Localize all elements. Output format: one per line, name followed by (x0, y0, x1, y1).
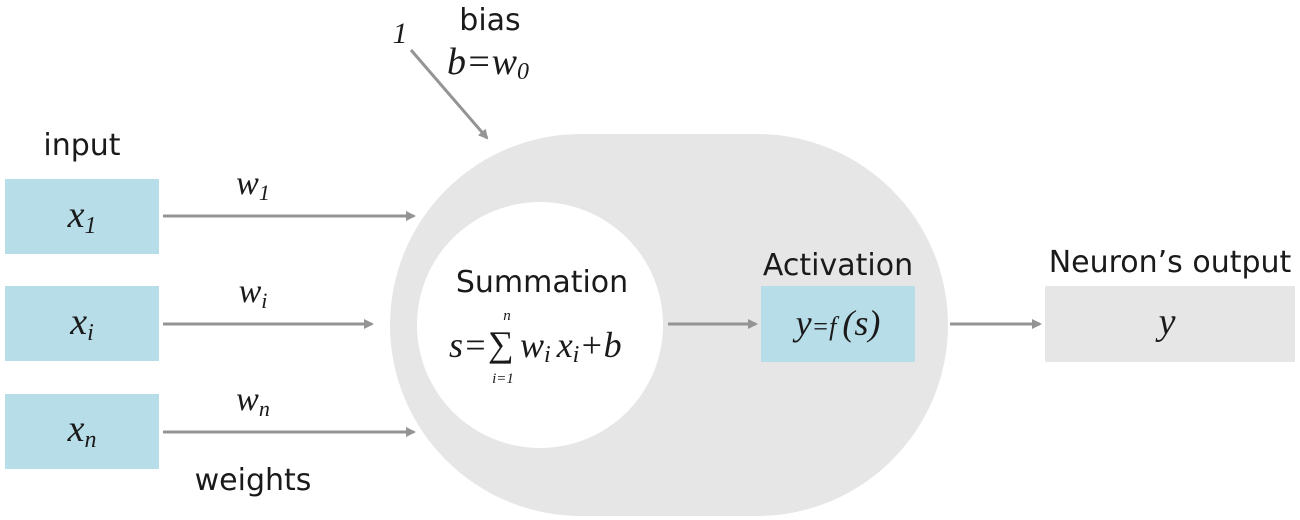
input-xn: xn (67, 408, 97, 453)
output-label: Neuron’s output (1049, 245, 1292, 280)
weights-label: weights (195, 463, 312, 498)
input-x1: x1 (67, 194, 97, 239)
weight-wi: wi (239, 273, 268, 313)
bias-label: bias (459, 3, 520, 38)
summation-sigma: ∑ (488, 324, 514, 364)
bias-formula: b=w0 (447, 41, 529, 85)
activation-formula: y=f(s) (793, 303, 881, 343)
summation-label: Summation (456, 265, 628, 300)
bias-input: 1 (393, 17, 408, 50)
activation-box (761, 286, 915, 362)
input-box-1 (5, 179, 159, 254)
input-box-i (5, 286, 159, 361)
arrow-bias (409, 49, 489, 140)
output-symbol: y (1155, 301, 1176, 343)
input-label: input (43, 128, 120, 163)
summation-circle (417, 202, 663, 448)
summation-lhs: s= (449, 325, 487, 365)
input-xi: xi (69, 301, 94, 346)
summation-lower-limit: i=1 (492, 371, 514, 387)
output-box (1045, 286, 1295, 362)
summation-upper-limit: n (503, 308, 511, 324)
activation-label: Activation (763, 248, 913, 283)
weight-wn: wn (236, 381, 270, 421)
weight-w1: w1 (236, 165, 270, 205)
input-box-n (5, 394, 159, 469)
